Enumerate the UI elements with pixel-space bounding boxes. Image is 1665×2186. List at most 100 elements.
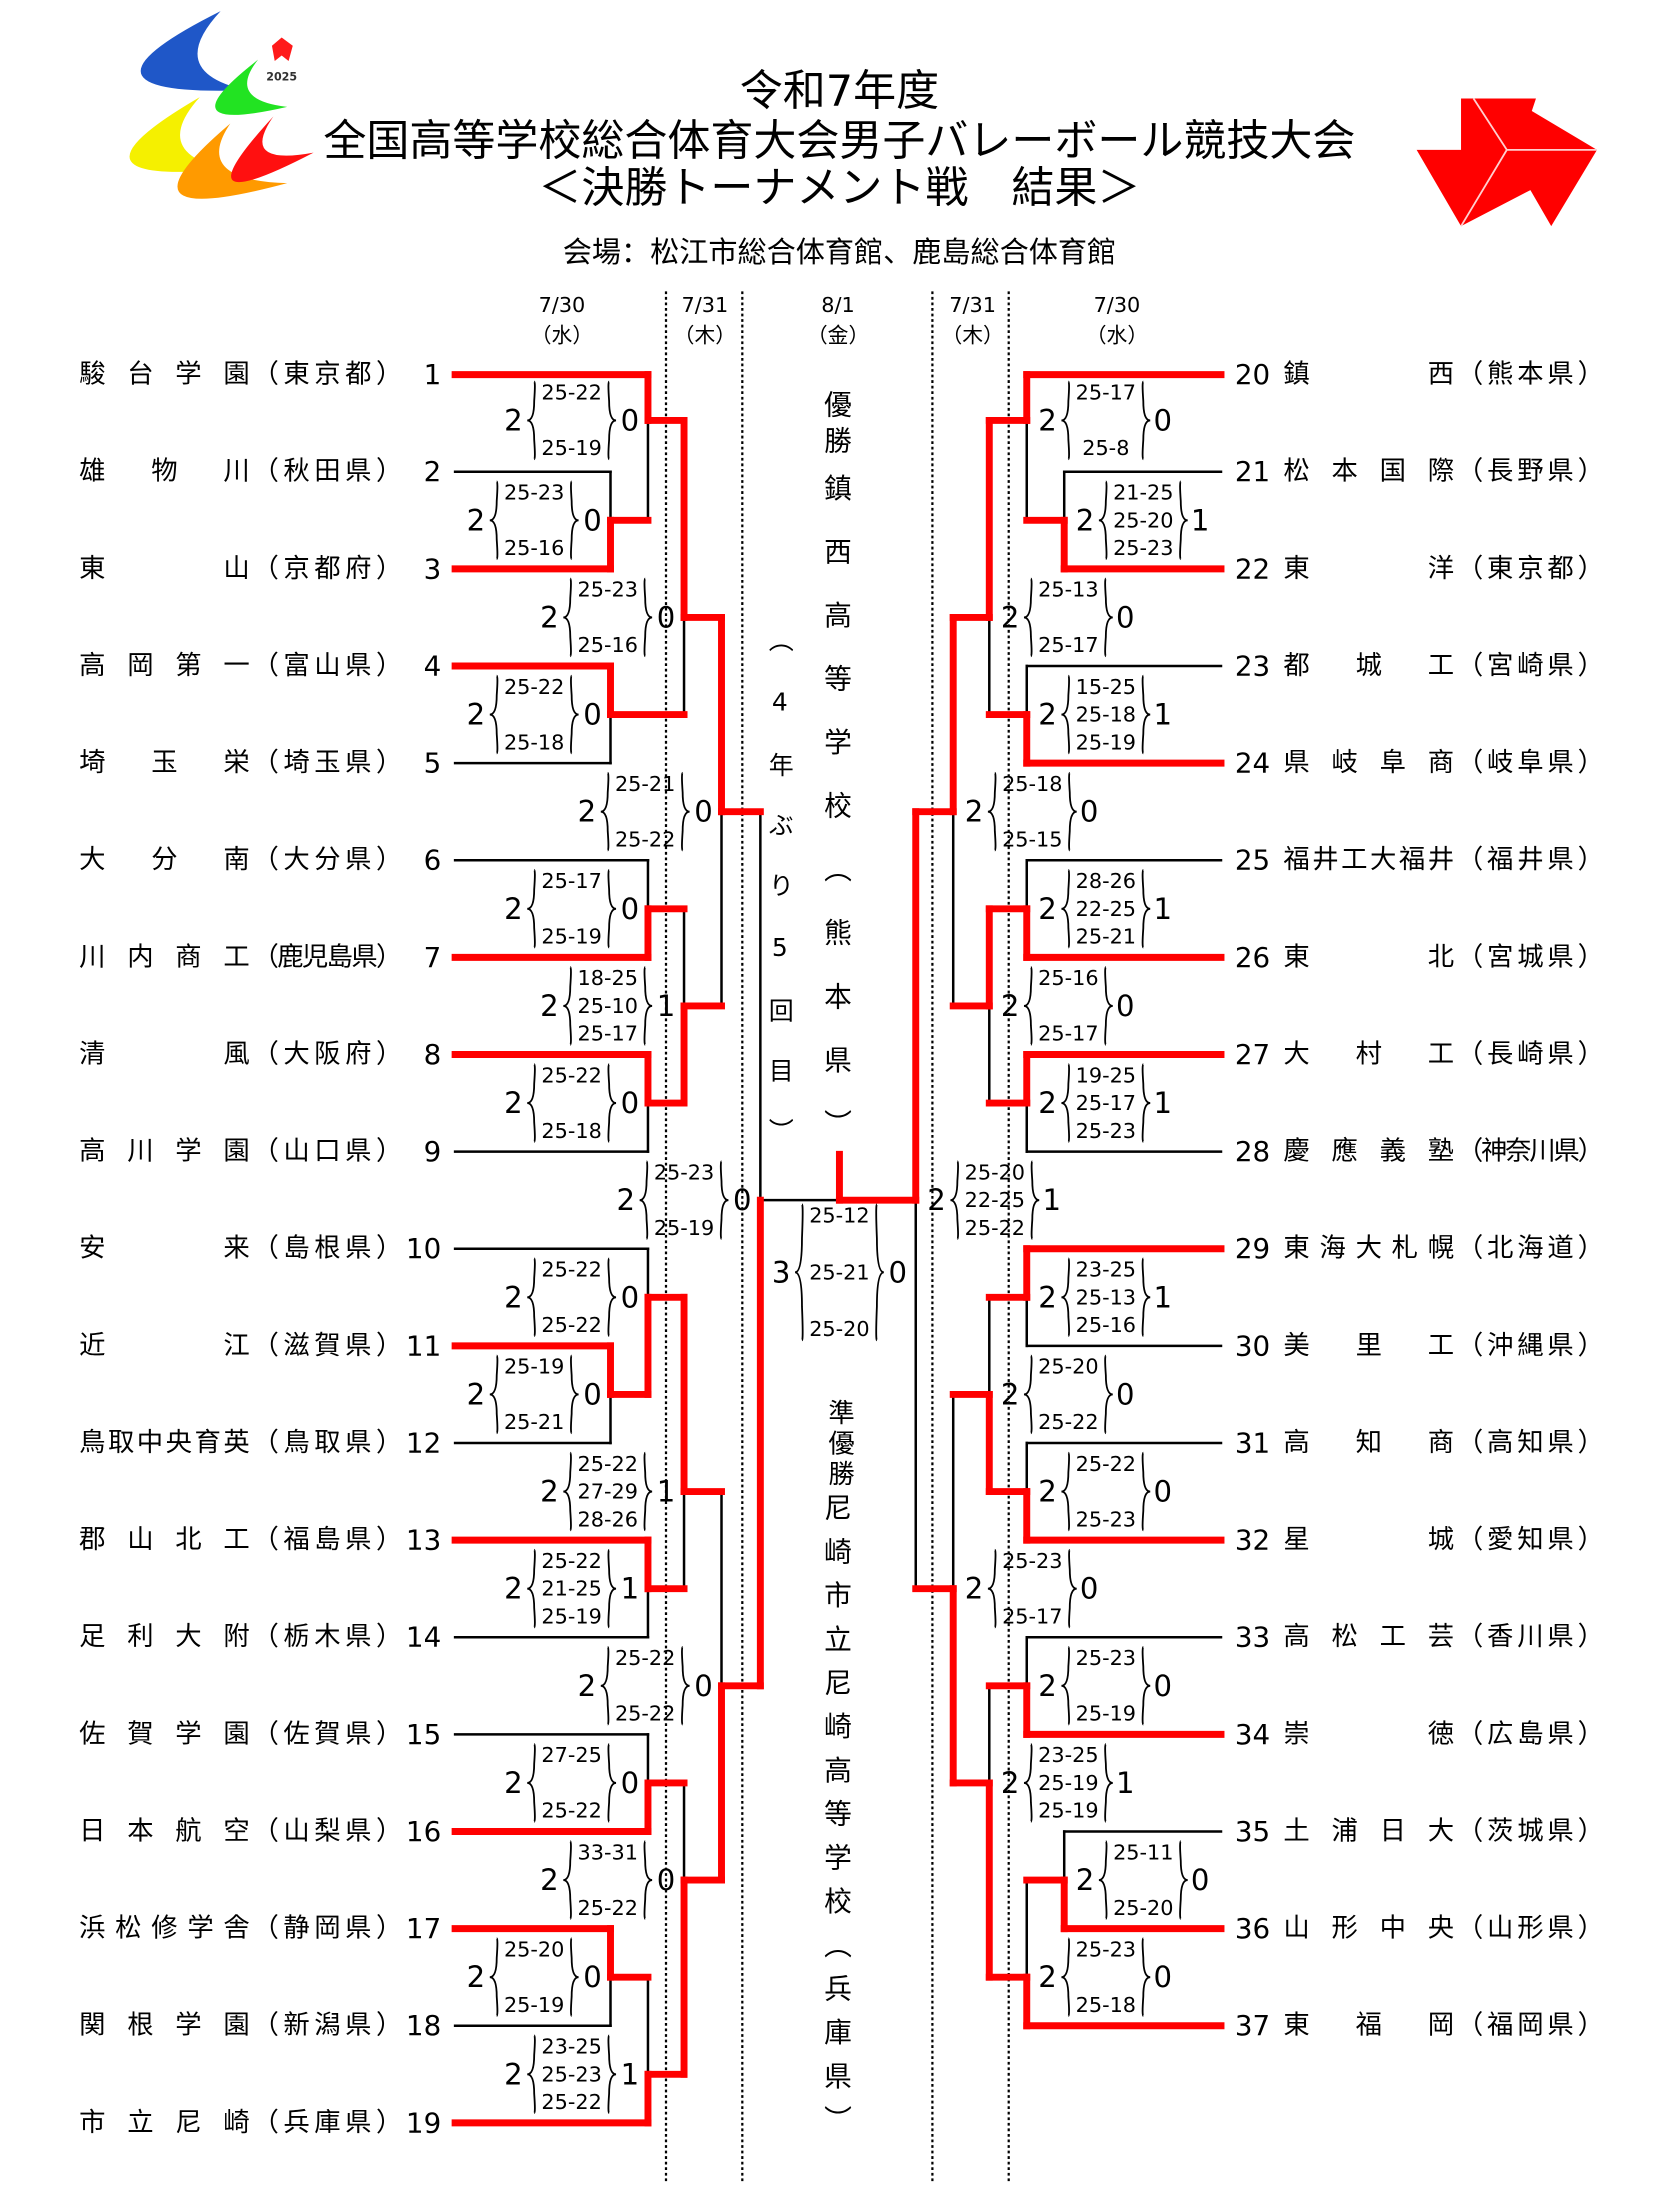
- team-seed: 1: [424, 358, 442, 391]
- winner-sets: 2: [1076, 503, 1095, 537]
- set-score: 25-16: [1076, 1313, 1136, 1337]
- set-score: 25-17: [1038, 1022, 1098, 1046]
- team-row: 足利大附（栃木県）14: [79, 1621, 441, 1654]
- round-day: （木）: [674, 324, 736, 348]
- set-score: 25-18: [541, 1119, 601, 1143]
- left-brace: [489, 480, 499, 561]
- round-headers: 7/30 （水） 7/31 （木） 8/1 （金） 7/31 （木） 7/30 …: [531, 293, 1148, 348]
- vertical-char: 西: [824, 535, 852, 568]
- set-score: 25-20: [1113, 508, 1173, 532]
- left-brace: [794, 1203, 804, 1342]
- team-prefecture: （静岡県）: [253, 1914, 403, 1944]
- set-score: 22-25: [1076, 897, 1136, 921]
- left-brace: [563, 577, 572, 658]
- set-score: 25-22: [504, 675, 564, 699]
- team-name: 佐賀学園: [79, 1719, 250, 1749]
- team-name: 川内商工: [79, 942, 250, 972]
- team-name: 東北: [1283, 942, 1454, 972]
- set-score: 23-25: [1076, 1258, 1136, 1282]
- right-brace: [570, 480, 579, 561]
- team-prefecture: （高知県）: [1457, 1428, 1604, 1458]
- team-prefecture: （宮城県）: [1457, 942, 1604, 972]
- right-brace: [1141, 869, 1151, 949]
- set-score: 25-22: [965, 1216, 1025, 1240]
- right-brace: [1179, 1840, 1188, 1920]
- vertical-char: 勝: [824, 425, 852, 458]
- loser-sets: 0: [621, 1086, 640, 1120]
- team-seed: 16: [406, 1815, 441, 1848]
- vertical-char: 学: [824, 1841, 852, 1874]
- vertical-char: 尼: [824, 1667, 852, 1700]
- winner-sets: 2: [1038, 1669, 1057, 1703]
- set-score: 25-23: [541, 2062, 601, 2086]
- round-day: （金）: [807, 324, 869, 348]
- team-row: 雄物川（秋田県）2: [79, 455, 441, 488]
- right-brace: [1104, 1743, 1113, 1823]
- set-score: 25-16: [1038, 966, 1098, 990]
- team-prefecture: （鳥取県）: [253, 1428, 403, 1458]
- left-brace: [489, 1937, 499, 2017]
- set-score: 25-23: [1076, 1646, 1136, 1670]
- team-row: 市立尼崎（兵庫県）19: [79, 2106, 441, 2139]
- loser-sets: 1: [1042, 1183, 1061, 1217]
- loser-sets: 1: [1191, 503, 1210, 537]
- loser-sets: 1: [1153, 892, 1172, 926]
- right-brace: [1179, 480, 1188, 561]
- team-name: 郡山北工: [79, 1525, 250, 1555]
- loser-sets: 0: [621, 403, 640, 437]
- team-seed: 31: [1235, 1426, 1270, 1459]
- team-name: 足利大附: [79, 1622, 250, 1652]
- team-name: 東洋: [1283, 554, 1454, 584]
- team-seed: 19: [406, 2106, 441, 2139]
- winner-sets: 2: [1001, 600, 1020, 634]
- set-score: 25-19: [1038, 1799, 1098, 1823]
- set-score: 25-22: [615, 1702, 675, 1726]
- right-brace: [1104, 966, 1113, 1046]
- winner-sets: 2: [1038, 1280, 1057, 1314]
- winner-sets: 2: [578, 795, 597, 829]
- title-year: 令和7年度: [740, 66, 939, 116]
- set-score: 25-19: [1038, 1771, 1098, 1795]
- left-brace: [527, 869, 536, 949]
- winner-sets: 2: [1001, 989, 1020, 1023]
- team-prefecture: （香川県）: [1457, 1622, 1604, 1652]
- left-brace: [1061, 1937, 1070, 2017]
- round-date: 8/1: [821, 293, 854, 317]
- winner-sets: 2: [504, 1572, 523, 1606]
- left-brace: [639, 1160, 649, 1240]
- team-seed: 8: [424, 1038, 442, 1071]
- team-seed: 12: [406, 1426, 441, 1459]
- right-brace: [643, 1451, 653, 1532]
- winner-sets: 2: [927, 1183, 946, 1217]
- team-seed: 28: [1235, 1135, 1270, 1168]
- loser-sets: 0: [1153, 403, 1172, 437]
- set-score: 25-17: [578, 1022, 638, 1046]
- winner-sets: 2: [540, 600, 559, 634]
- team-prefecture: （北海道）: [1457, 1234, 1604, 1264]
- team-prefecture: （大分県）: [253, 845, 403, 875]
- vertical-char: 校: [824, 1885, 852, 1918]
- right-brace: [681, 1646, 690, 1726]
- team-name: 県岐阜商: [1283, 748, 1454, 778]
- team-prefecture: （福井県）: [1457, 845, 1604, 875]
- team-name: 山形中央: [1283, 1914, 1454, 1944]
- team-seed: 24: [1235, 747, 1270, 780]
- round-day: （水）: [1086, 324, 1148, 348]
- right-brace: [1141, 1063, 1151, 1143]
- loser-sets: 0: [621, 892, 640, 926]
- right-brace: [607, 1743, 617, 1823]
- winner-sets: 2: [1038, 1086, 1057, 1120]
- team-prefecture: （山口県）: [253, 1137, 403, 1167]
- set-score: 25-23: [1002, 1549, 1062, 1573]
- venue-text: 会場：松江市総合体育館、鹿島総合体育館: [563, 235, 1116, 269]
- team-seed: 25: [1235, 844, 1270, 877]
- team-seed: 34: [1235, 1718, 1270, 1751]
- set-score: 21-25: [541, 1577, 601, 1601]
- right-brace: [1104, 1354, 1113, 1435]
